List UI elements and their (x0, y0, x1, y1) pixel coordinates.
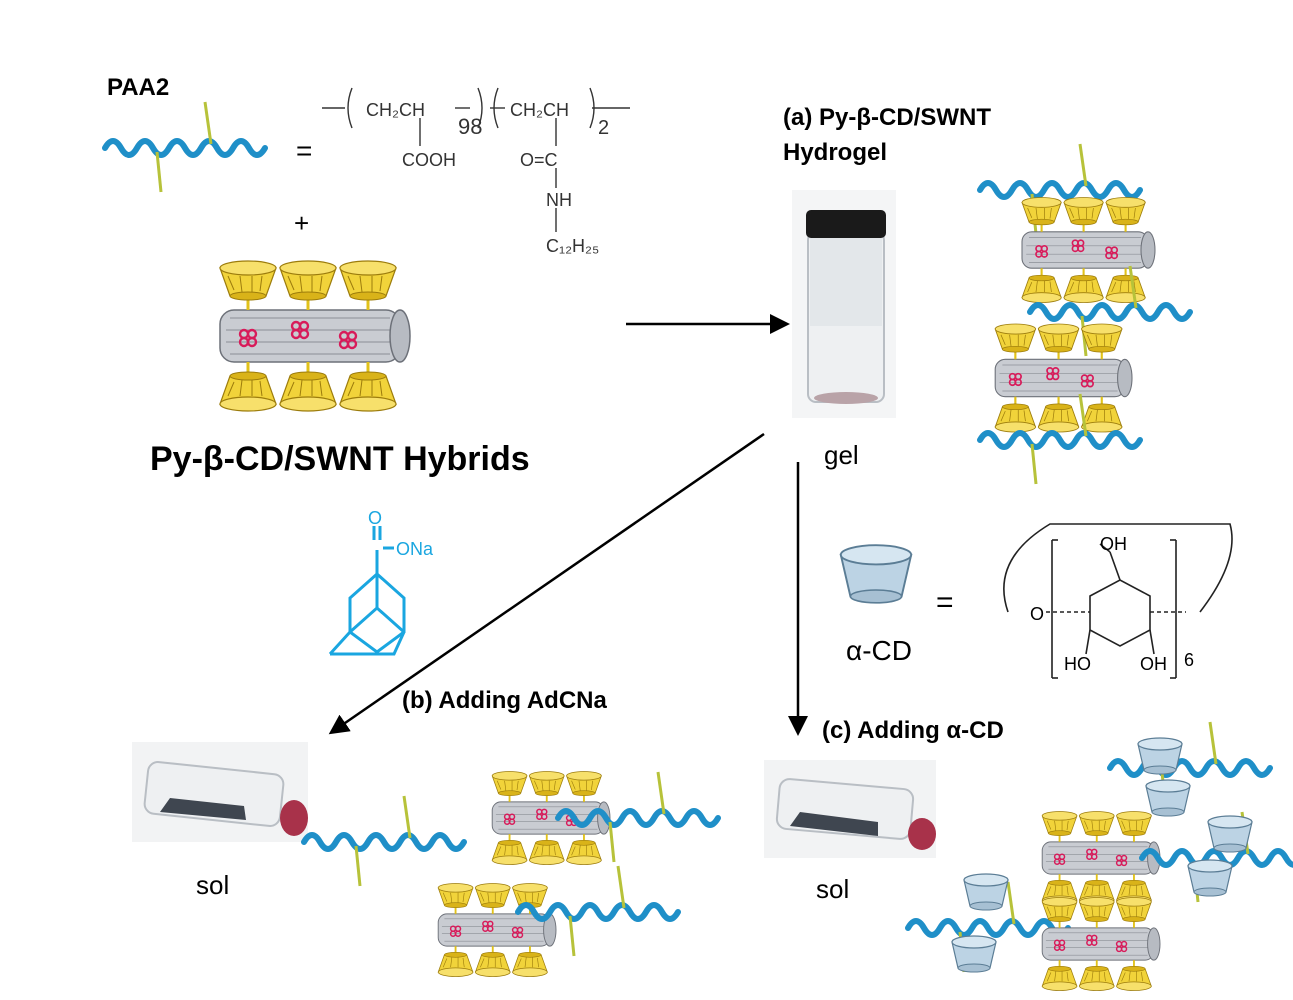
glucose-unit-structure (1003, 523, 1233, 679)
sol-vial-b-image (132, 742, 308, 842)
paa2-structural-formula (322, 87, 630, 232)
arrow-to-step-b (328, 432, 765, 735)
sol-b-label: sol (196, 870, 229, 900)
amide-text: O=C (520, 150, 558, 170)
n2-text: 2 (598, 117, 609, 139)
glucose-o: O (1030, 604, 1044, 624)
step-b-illustration (304, 772, 718, 977)
sol-c-label: sol (816, 874, 849, 904)
hybrid-nanotube-illustration (220, 261, 410, 411)
hydrogel-network-illustration (980, 144, 1190, 484)
paa2-equals: = (296, 135, 312, 166)
unit1-sub-text: COOH (402, 150, 456, 170)
paa2-chain-icon (105, 102, 265, 192)
nh-text: NH (546, 190, 572, 210)
alpha-cd-cone-icon (839, 544, 913, 604)
n1-text: 98 (458, 114, 482, 139)
gel-vial-image (792, 190, 896, 418)
unit1-text: CH₂CH (366, 100, 425, 120)
step-c-title: (c) Adding α-CD (822, 717, 1004, 744)
alpha-cd-equals: = (936, 586, 954, 619)
gel-label: gel (824, 440, 859, 470)
hybrid-label: Py-β-CD/SWNT Hybrids (150, 440, 530, 478)
unit2-text: CH₂CH (510, 100, 569, 120)
step-a-title-2: Hydrogel (783, 139, 887, 166)
alkyl-text: C₁₂H₂₅ (546, 236, 599, 256)
adcna-structure (328, 526, 406, 656)
sol-vial-c-image (764, 760, 936, 858)
adcna-ona: ONa (396, 539, 434, 559)
step-b-title: (b) Adding AdCNa (402, 687, 607, 714)
step-a-title-1: (a) Py-β-CD/SWNT (783, 104, 991, 131)
paa2-label: PAA2 (107, 74, 169, 101)
plus-sign: + (294, 208, 309, 238)
glucose-oh-top: OH (1100, 534, 1127, 554)
adcna-o: O (368, 508, 382, 528)
alpha-cd-label: α-CD (846, 635, 912, 666)
step-c-illustration (908, 722, 1293, 991)
glucose-n: 6 (1184, 650, 1194, 670)
glucose-ho: HO (1064, 654, 1091, 674)
glucose-oh: OH (1140, 654, 1167, 674)
